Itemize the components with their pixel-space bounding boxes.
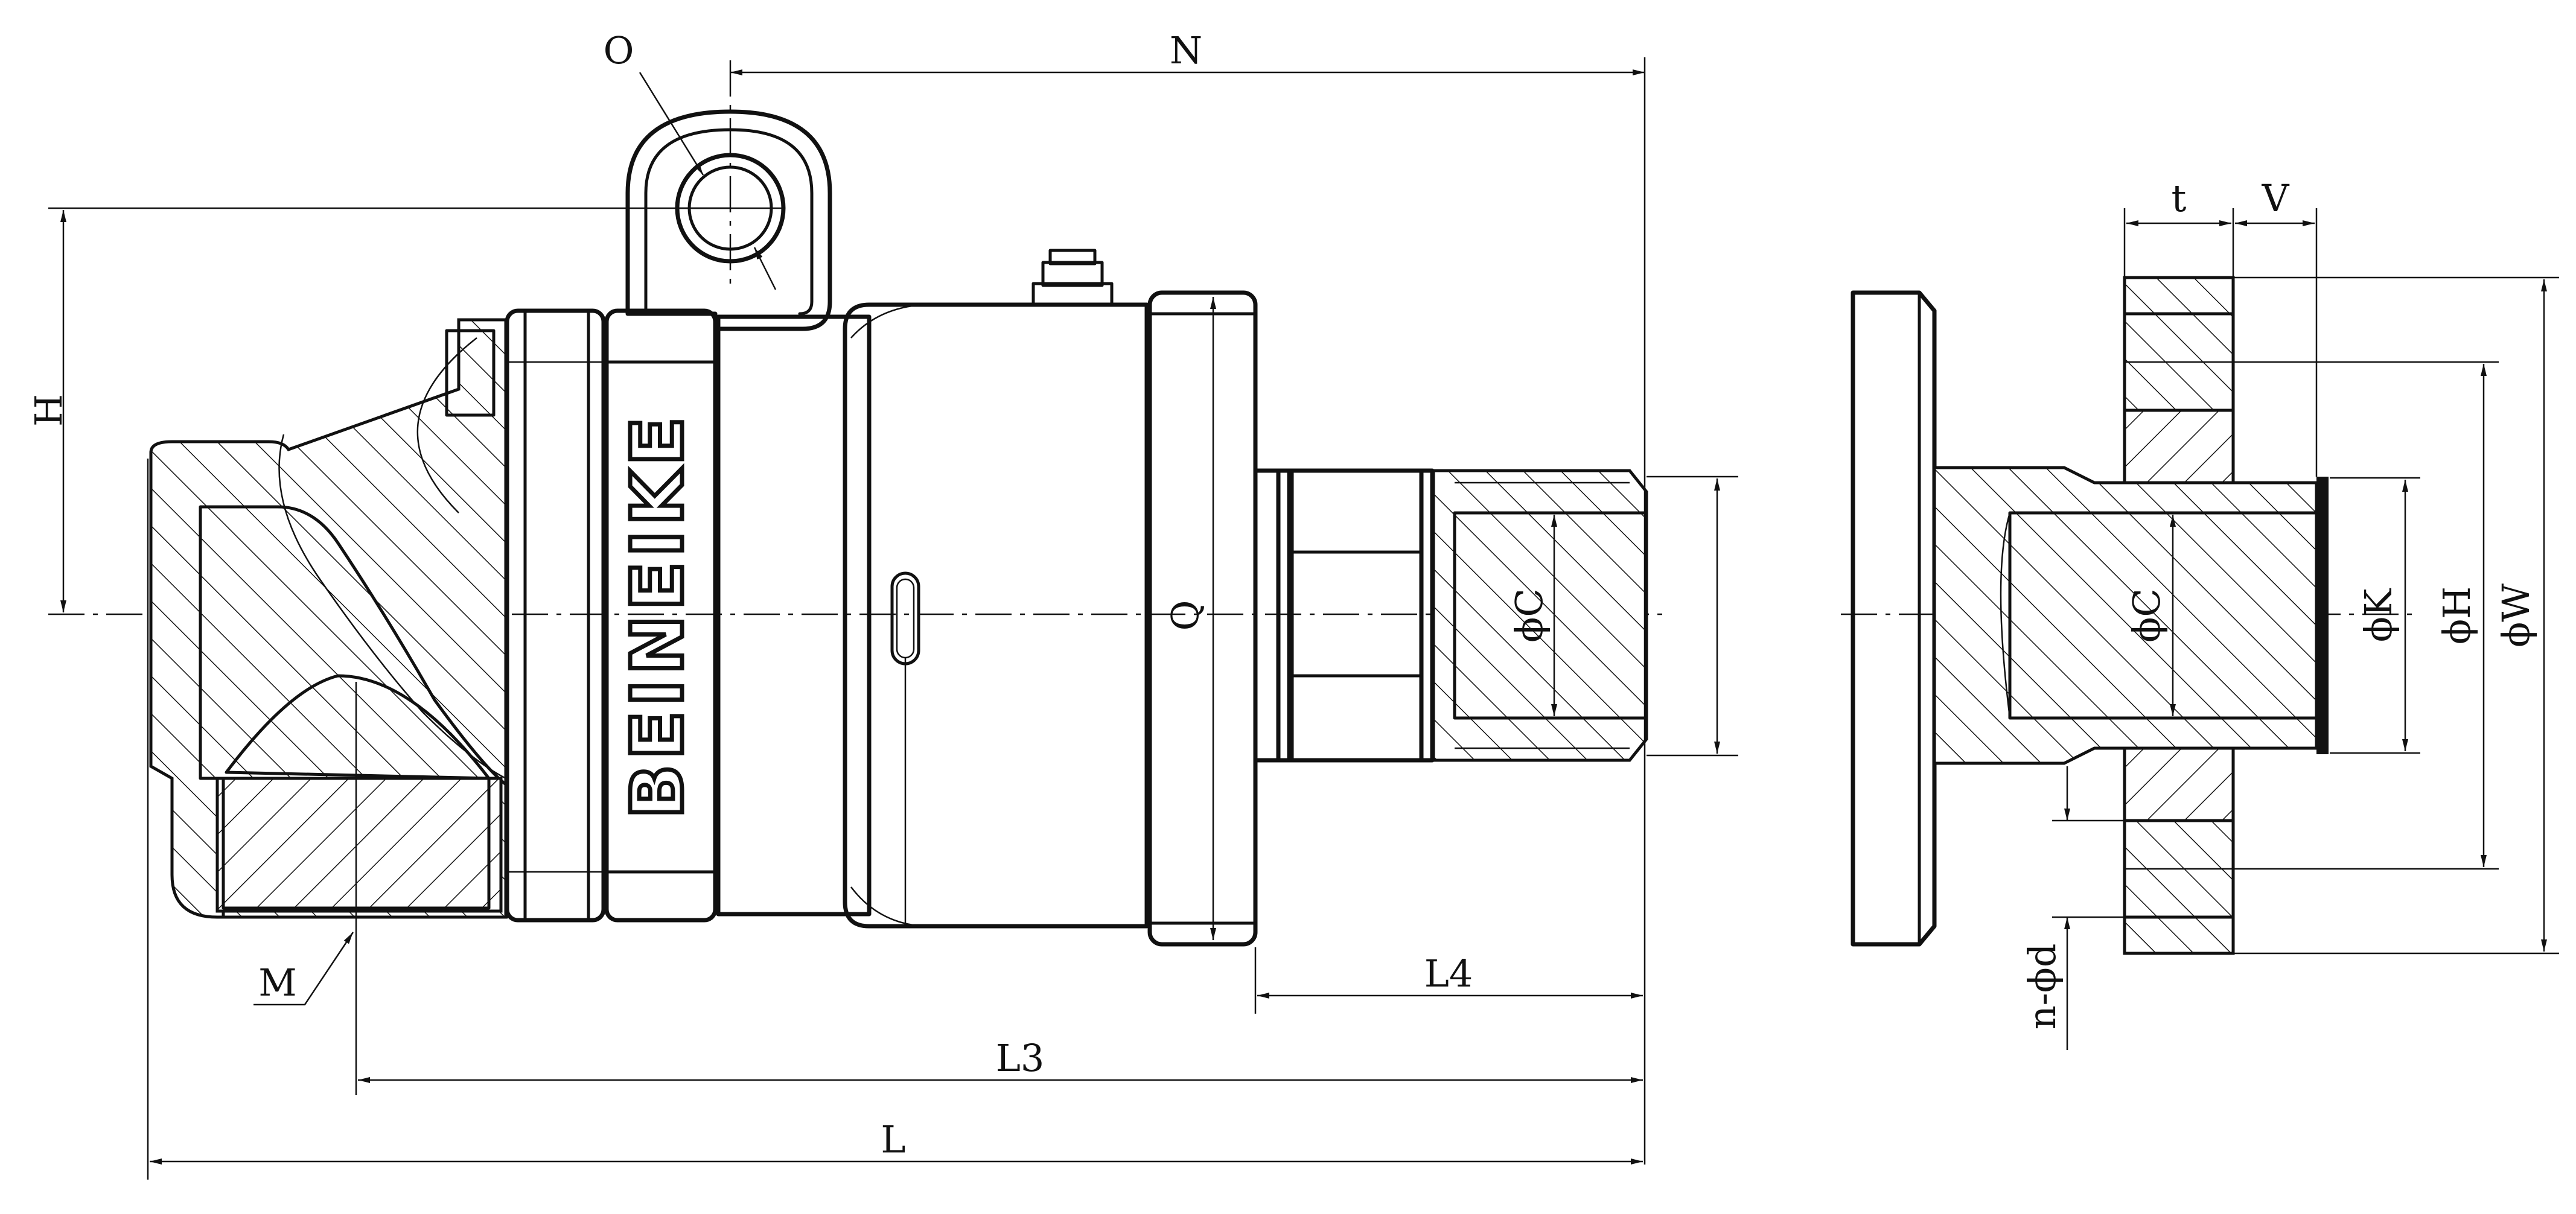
brand-label: BEINEIKE [616, 412, 699, 819]
dim-bolt-holes-label: n-ϕd [2020, 944, 2064, 1030]
dim-W-flange-label: ϕW [2494, 583, 2538, 647]
grease-nipple-base [1031, 282, 1114, 307]
rotary-joint-side-view: BEINEIKE [48, 60, 1666, 947]
tube-seal-ring [2316, 477, 2329, 754]
drain-slot [890, 571, 920, 666]
dim-C-flange-label: ϕC [2125, 588, 2169, 643]
flange-dimensions: t V ϕC ϕK ϕH ϕW n-ϕd [2020, 176, 2559, 1050]
main-dimensions: N O H Q ϕC L4 L3 L M [27, 28, 1738, 1180]
brand-band [604, 308, 718, 923]
dim-H-flange-label: ϕH [2435, 586, 2479, 644]
elbow-lug [445, 329, 496, 417]
dim-t-label: t [2172, 176, 2187, 220]
mating-plate [1851, 290, 1937, 947]
dim-M-label: M [258, 961, 296, 1005]
dim-L3-label: L3 [996, 1036, 1045, 1080]
dim-V-label: V [2262, 176, 2290, 220]
dim-Q-label: Q [1163, 600, 1207, 631]
dim-L-label: L [881, 1117, 905, 1162]
dim-O-label: O [604, 28, 634, 72]
dim-L4-label: L4 [1424, 952, 1473, 996]
rotor-nipple [1253, 468, 1648, 763]
dim-N-label: N [1170, 28, 1202, 72]
dim-H-label: H [27, 394, 71, 427]
elbow-housing [149, 318, 509, 919]
flange-adapter-view [1841, 276, 2414, 955]
dim-K-flange-label: ϕK [2356, 588, 2400, 642]
mounting-plate [505, 308, 606, 923]
hex-nut [1289, 468, 1424, 763]
dim-C-main-label: ϕC [1507, 588, 1551, 643]
main-body [716, 249, 1149, 929]
